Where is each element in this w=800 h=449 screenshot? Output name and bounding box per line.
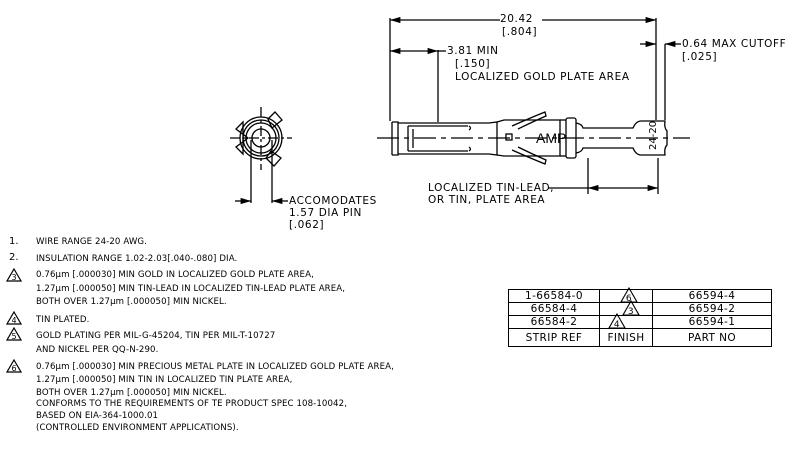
table-header-row: STRIP REF FINISH PART NO <box>508 328 772 347</box>
tin-area-line2: OR TIN, PLATE AREA <box>428 194 546 206</box>
note-line: GOLD PLATING PER MIL-G-45204, TIN PER MI… <box>36 331 276 341</box>
note-line: INSULATION RANGE 1.02-2.03[.040-.080] DI… <box>36 254 238 264</box>
header-part-no: PART NO <box>652 328 772 347</box>
svg-text:6: 6 <box>626 294 632 303</box>
note-marker: 1. <box>9 236 19 247</box>
end-view <box>230 107 292 205</box>
svg-text:6: 6 <box>11 364 16 373</box>
overall-length-metric: 20.42 <box>500 13 534 25</box>
note-line: TIN PLATED. <box>36 315 90 325</box>
pin-label-line1: ACCOMODATES <box>289 195 377 207</box>
svg-text:3: 3 <box>628 307 634 316</box>
note-line: (CONTROLLED ENVIRONMENT APPLICATIONS). <box>36 423 239 433</box>
finish-triangle-icon: 4 <box>608 313 626 329</box>
strip-ref-cell: 1-66584-0 <box>508 289 600 303</box>
gold-plate-area-label: LOCALIZED GOLD PLATE AREA <box>455 71 630 83</box>
gold-min-metric: 3.81 MIN <box>447 45 499 57</box>
flag-triangle-icon: 4 <box>6 311 22 325</box>
note-line: 1.27µm [.000050] MIN TIN IN LOCALIZED TI… <box>36 375 293 385</box>
part-no-cell: 66594-1 <box>652 315 772 329</box>
finish-cell: 4 <box>599 313 653 329</box>
wire-marking: 24-20 <box>648 121 659 150</box>
note-line: AND NICKEL PER QQ-N-290. <box>36 345 159 355</box>
part-no-cell: 66594-2 <box>652 302 772 316</box>
flag-triangle-icon: 5 <box>6 327 22 341</box>
table-row: 66584-4 3 66594-2 <box>508 300 772 316</box>
part-no-cell: 66594-4 <box>652 289 772 303</box>
note-line: 1.27µm [.000050] MIN TIN-LEAD IN LOCALIZ… <box>36 284 346 294</box>
strip-ref-cell: 66584-2 <box>508 315 600 329</box>
dimension-lines <box>390 16 681 192</box>
strip-ref-cell: 66584-4 <box>508 302 600 316</box>
side-view <box>377 18 690 194</box>
pin-label-line3: [.062] <box>289 219 325 231</box>
flag-triangle-icon: 6 <box>6 359 22 373</box>
tin-area-line1: LOCALIZED TIN-LEAD, <box>428 182 555 194</box>
svg-text:3: 3 <box>11 273 16 282</box>
pin-label-line2: 1.57 DIA PIN <box>289 207 362 219</box>
note-line: CONFORMS TO THE REQUIREMENTS OF TE PRODU… <box>36 399 348 409</box>
table-row: 66584-2 4 66594-1 <box>508 313 772 329</box>
cutoff-metric: 0.64 MAX CUTOFF <box>682 38 787 50</box>
part-marking: AMP <box>536 130 566 146</box>
note-marker: 2. <box>9 252 19 263</box>
svg-text:5: 5 <box>11 332 16 341</box>
note-line: BOTH OVER 1.27µm [.000050] MIN NICKEL. <box>36 297 227 307</box>
table-row: 1-66584-0 6 66594-4 <box>508 287 772 303</box>
note-line: 0.76µm [.000030] MIN GOLD IN LOCALIZED G… <box>36 270 314 280</box>
note-line: BOTH OVER 1.27µm [.000050] MIN NICKEL. <box>36 388 227 398</box>
header-finish: FINISH <box>599 328 653 347</box>
gold-min-inch: [.150] <box>455 58 491 70</box>
note-line: BASED ON EIA-364-1000.01 <box>36 411 159 421</box>
svg-text:4: 4 <box>614 320 620 329</box>
header-strip-ref: STRIP REF <box>508 328 600 347</box>
cutoff-inch: [.025] <box>682 51 718 63</box>
note-line: WIRE RANGE 24-20 AWG. <box>36 237 148 247</box>
parts-table: 1-66584-0 6 66594-4 66584-4 3 66594-2 66… <box>508 287 772 347</box>
svg-text:4: 4 <box>11 316 16 325</box>
note-line: 0.76µm [.000030] MIN PRECIOUS METAL PLAT… <box>36 362 394 372</box>
flag-triangle-icon: 3 <box>6 268 22 282</box>
overall-length-inch: [.804] <box>502 26 538 38</box>
